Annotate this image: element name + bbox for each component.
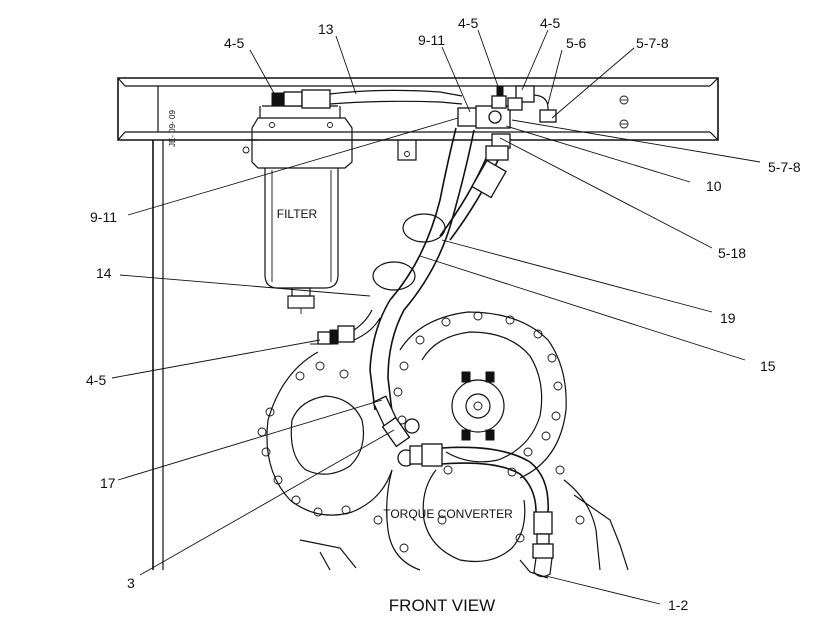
callout-10: 10 [706,178,722,194]
hose-15 [369,127,475,413]
callout-4-5-top-mid: 4-5 [458,15,478,31]
callout-4-5-top-left: 4-5 [224,35,244,51]
frame-stamp: JE- 09- 09 [168,110,177,147]
torque-converter-label: TORQUE CONVERTER [383,507,513,521]
callout-5-6: 5-6 [566,35,586,51]
callout-5-18: 5-18 [718,245,746,261]
hose-lower [372,395,554,578]
callout-19: 19 [720,310,736,326]
lower-left-fitting [310,309,381,345]
callout-5-7-8-top: 5-7-8 [636,35,669,51]
top-fittings [271,85,557,149]
front-view-caption: FRONT VIEW [389,596,495,615]
callout-14: 14 [96,265,112,281]
callout-13: 13 [318,21,334,37]
callout-4-5-left: 4-5 [86,372,106,388]
callout-labels: 4-5 13 9-11 4-5 4-5 5-6 5-7-8 5-7-8 10 9… [86,15,801,613]
engine-housing [257,311,629,579]
callout-15: 15 [760,358,776,374]
callout-4-5-top-right: 4-5 [540,15,560,31]
callout-3: 3 [127,575,135,591]
callout-17: 17 [100,475,116,491]
callout-5-7-8-right: 5-7-8 [768,159,801,175]
hose-19 [439,145,509,241]
leader-lines [111,29,761,605]
mounting-frame [117,77,719,570]
callout-1-2: 1-2 [668,597,688,613]
callout-9-11-left: 9-11 [90,209,117,225]
filter-label: FILTER [277,207,318,221]
callout-9-11-top: 9-11 [418,32,445,48]
